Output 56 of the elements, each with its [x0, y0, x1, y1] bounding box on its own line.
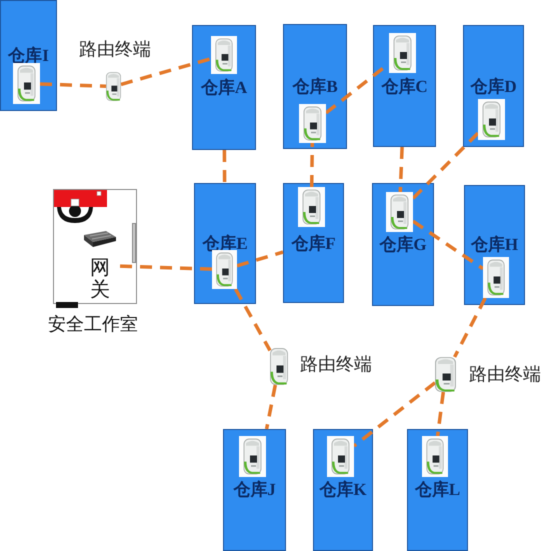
- warehouse-label: 仓库L: [414, 480, 460, 500]
- device-icon: [386, 192, 413, 232]
- warehouse-box: [372, 183, 434, 306]
- device-icon: [298, 187, 325, 227]
- device-icon: [270, 348, 288, 385]
- warehouse-label: 仓库B: [292, 77, 338, 97]
- device-icon: [211, 36, 237, 74]
- warehouse-box: [464, 185, 525, 305]
- connection-line: [412, 220, 484, 270]
- connection-line: [453, 297, 487, 358]
- warehouse-box: [373, 25, 436, 147]
- connection-line: [398, 146, 404, 192]
- device-icon: [13, 63, 40, 104]
- connection-line: [264, 384, 278, 430]
- gateway-label: 网关: [90, 257, 110, 301]
- device-icon: [299, 104, 326, 143]
- warehouse-label: 仓库H: [470, 235, 518, 255]
- warehouse-label: 仓库J: [233, 480, 276, 500]
- router-label: 路由终端: [469, 364, 541, 385]
- room-label: 安全工作室: [48, 314, 138, 335]
- warehouse-box: [192, 25, 256, 150]
- warehouse-box: [223, 429, 286, 551]
- connection-line: [436, 392, 446, 436]
- connection-line: [118, 264, 212, 271]
- device-icon: [327, 436, 354, 477]
- warehouse-label: 仓库F: [291, 234, 336, 254]
- connection-line: [310, 142, 314, 188]
- warehouse-label: 仓库I: [8, 46, 49, 66]
- connection-line: [120, 57, 212, 86]
- warehouse-box: [283, 183, 344, 303]
- connection-line: [234, 288, 272, 352]
- device-icon: [435, 357, 456, 392]
- connection-line: [412, 132, 480, 200]
- warehouse-box: [463, 25, 524, 147]
- connection-line: [222, 150, 226, 184]
- device-icon: [106, 72, 121, 101]
- warehouse-box: [283, 24, 347, 149]
- device-icon: [239, 436, 266, 477]
- warehouse-label: 仓库C: [381, 77, 428, 97]
- device-icon: [422, 436, 448, 477]
- connection-line: [352, 381, 436, 448]
- warehouse-label: 仓库D: [470, 77, 517, 97]
- device-icon: [212, 250, 237, 289]
- warehouse-box: [313, 429, 373, 551]
- device-icon: [389, 33, 416, 73]
- router-label: 路由终端: [79, 39, 151, 60]
- warehouse-label: 仓库G: [379, 235, 427, 255]
- warehouse-box: [407, 429, 468, 551]
- warehouse-label: 仓库A: [200, 78, 248, 98]
- router-label: 路由终端: [300, 354, 372, 375]
- warehouse-box: [0, 0, 57, 111]
- device-icon: [483, 257, 509, 298]
- warehouse-label: 仓库K: [319, 480, 367, 500]
- device-icon: [478, 99, 505, 140]
- connection-line: [40, 82, 106, 88]
- warehouse-box: [194, 183, 256, 304]
